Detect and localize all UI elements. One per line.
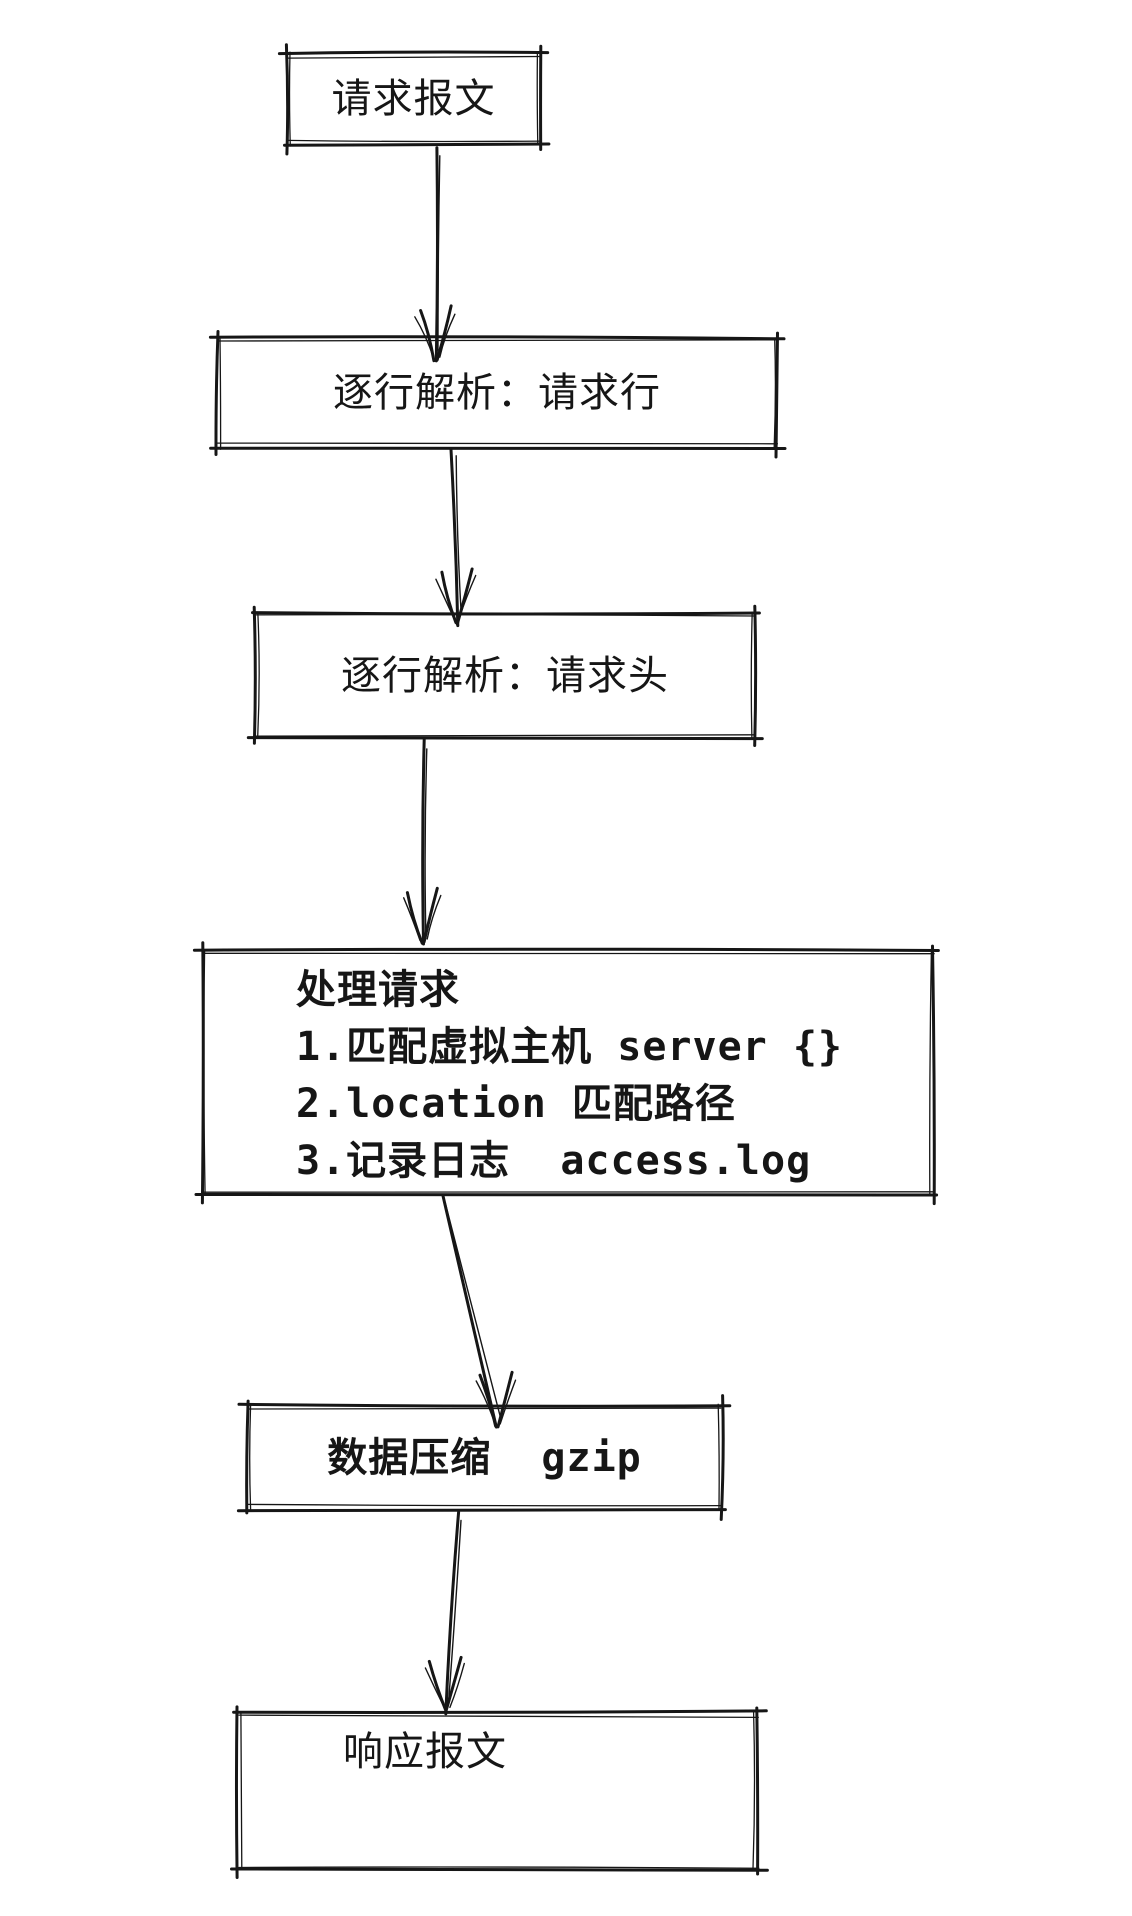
node-compress-gzip-label: 数据压缩 gzip: [327, 1434, 642, 1481]
node-response-message-label: 响应报文: [343, 1729, 507, 1775]
arrow-parse-request-line-to-parse-request-headers: [435, 448, 477, 628]
process-request-step-1: 1.匹配虚拟主机 server {}: [296, 1024, 843, 1070]
box-outline-parse-request-headers: [246, 604, 764, 747]
node-response-message: 响应报文: [238, 1712, 758, 1870]
process-request-title: 处理请求: [296, 967, 460, 1013]
box-outline-process-request: [192, 941, 940, 1206]
process-request-step-3: 3.记录日志 access.log: [296, 1138, 812, 1184]
arrow-parse-request-headers-to-process-request: [403, 738, 442, 946]
process-request-step-2: 2.location 匹配路径: [296, 1081, 736, 1127]
box-outline-request-message: [277, 43, 551, 156]
node-process-request: 处理请求 1.匹配虚拟主机 server {} 2.location 匹配路径 …: [203, 950, 933, 1195]
node-parse-request-headers: 逐行解析：请求头: [255, 613, 755, 738]
node-parse-request-headers-label: 逐行解析：请求头: [341, 652, 669, 699]
node-request-message-label: 请求报文: [331, 76, 496, 122]
box-outline-compress-gzip: [236, 1394, 732, 1521]
box-outline-response-message: [230, 1705, 769, 1879]
node-parse-request-line-label: 逐行解析：请求行: [333, 370, 661, 416]
arrow-process-request-to-compress-gzip: [441, 1194, 517, 1429]
arrow-request-message-to-parse-request-line: [414, 146, 456, 363]
node-request-message: 请求报文: [287, 53, 540, 145]
arrow-compress-gzip-to-response-message: [424, 1510, 465, 1716]
box-outline-parse-request-line: [208, 330, 787, 459]
node-compress-gzip: 数据压缩 gzip: [247, 1405, 722, 1510]
node-parse-request-line: 逐行解析：请求行: [217, 338, 777, 448]
